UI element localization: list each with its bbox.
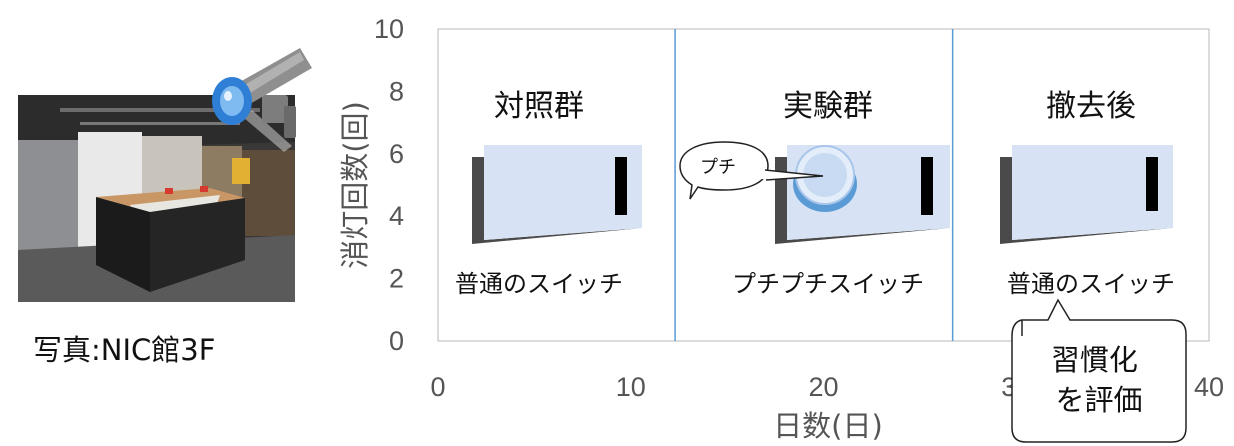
security-camera-icon [212, 48, 312, 152]
y-axis: 0 2 4 6 8 10 [374, 14, 404, 356]
y-axis-title: 消灯回数(回) [338, 101, 372, 269]
normal-switch-icon [472, 145, 642, 244]
x-tick-label: 40 [1194, 372, 1224, 402]
switch-label: 普通のスイッチ [1007, 270, 1175, 298]
speech-bubble: プチ [679, 141, 824, 200]
phase-after-removal: 撤去後 普通のスイッチ [1000, 89, 1175, 298]
y-tick-label: 4 [389, 201, 404, 231]
bubble-wrap-switch-icon [775, 145, 950, 244]
x-axis-title: 日数(日) [773, 409, 883, 443]
phase-control: 対照群 普通のスイッチ [455, 89, 642, 298]
callout-text: 習慣化 を評価 [1051, 343, 1147, 417]
y-tick-label: 2 [389, 264, 404, 294]
office-photo [18, 95, 295, 302]
x-tick-label: 0 [430, 372, 445, 402]
x-tick-label: 20 [808, 372, 838, 402]
y-tick-label: 0 [389, 326, 404, 356]
photo-caption: 写真:NIC館3F [33, 333, 215, 367]
normal-switch-icon [1000, 145, 1173, 244]
phase-title: 対照群 [494, 89, 584, 124]
evaluation-callout: 習慣化 を評価 [1011, 298, 1187, 443]
phase-title: 実験群 [783, 89, 873, 124]
phase-experiment: 実験群 プチ プチプチスイッチ [679, 89, 950, 298]
x-tick-label: 10 [616, 372, 646, 402]
plot-frame [437, 28, 1210, 342]
y-tick-label: 8 [389, 76, 404, 106]
y-tick-label: 10 [374, 14, 404, 44]
phase-title: 撤去後 [1046, 89, 1136, 124]
y-tick-label: 6 [389, 139, 404, 169]
switch-label: 普通のスイッチ [455, 270, 623, 298]
switch-label: プチプチスイッチ [732, 270, 924, 298]
speech-bubble-text: プチ [700, 157, 736, 178]
